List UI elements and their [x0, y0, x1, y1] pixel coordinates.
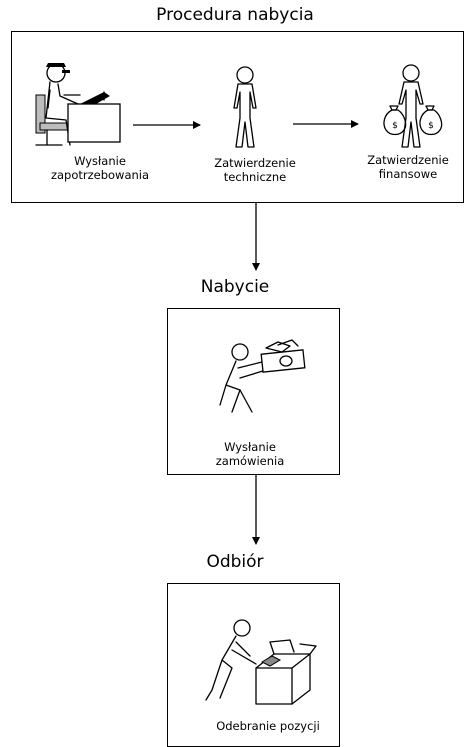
person-at-desk-icon [35, 63, 121, 146]
label-line: zamówienia [215, 454, 285, 468]
step-label-send-requisition: Wysłanie zapotrzebowania [40, 154, 160, 182]
label-line: Zatwierdzenie [214, 156, 296, 170]
person-sending-money-icon [219, 339, 306, 413]
label-line: Odebranie pozycji [216, 719, 320, 733]
label-line: techniczne [223, 170, 287, 184]
acquisition-box [167, 308, 340, 475]
step-label-financial-approval: Zatwierdzenie finansowe [352, 153, 464, 181]
step-label-technical-approval: Zatwierdzenie techniczne [195, 156, 315, 184]
step-label-send-order: Wysłanie zamówienia [190, 440, 310, 468]
label-line: Zatwierdzenie [367, 153, 449, 167]
person-with-money-bags-icon: $ $ [383, 64, 443, 148]
standing-person-icon [233, 66, 257, 148]
label-line: Wysłanie [224, 440, 276, 454]
label-line: finansowe [378, 167, 438, 181]
svg-text:$: $ [392, 121, 398, 131]
receipt-title: Odbiór [206, 552, 264, 572]
label-line: Wysłanie [74, 154, 126, 168]
person-opening-box-icon [205, 619, 317, 705]
label-line: zapotrzebowania [50, 168, 150, 182]
svg-text:$: $ [428, 121, 434, 131]
step-label-receive-items: Odebranie pozycji [198, 719, 338, 733]
procurement-title: Procedura nabycia [156, 5, 314, 25]
acquisition-title: Nabycie [200, 277, 270, 297]
